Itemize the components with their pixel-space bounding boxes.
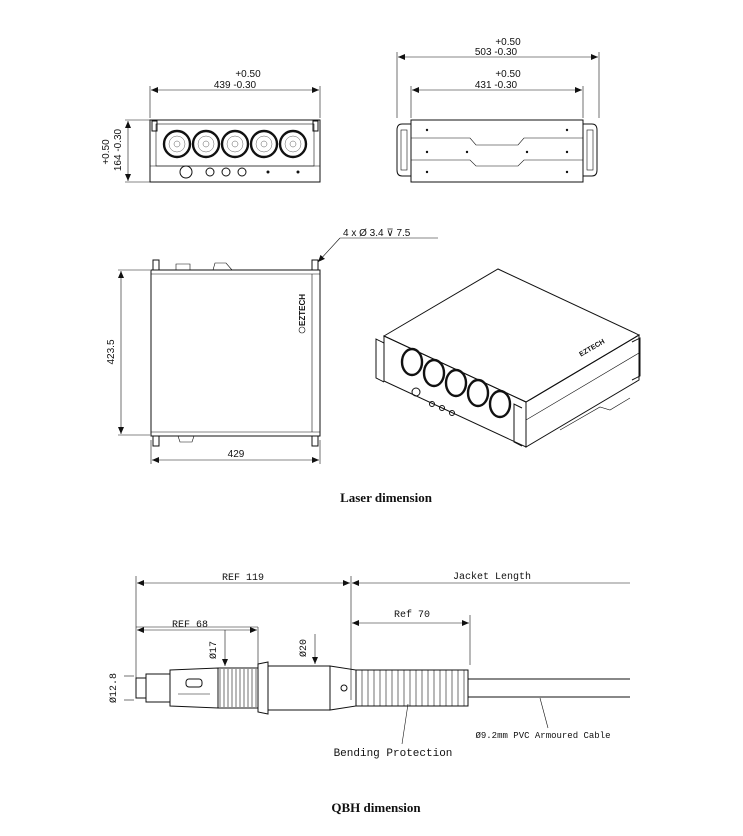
- bending-protection-label: Bending Protection: [334, 748, 453, 760]
- laser-side-view: +0.50 503 -0.30 +0.50 431 -0.30: [396, 37, 600, 183]
- svg-text:EZTECH: EZTECH: [298, 294, 307, 326]
- dia-20-label: Ø20: [298, 639, 310, 657]
- connector-icon: [221, 167, 231, 177]
- qbh-port-icon: [411, 387, 421, 397]
- side-inner-dimension: 431 -0.30: [475, 80, 518, 91]
- jacket-length-label: Jacket Length: [453, 571, 531, 583]
- laser-dimension-caption: Laser dimension: [340, 490, 433, 505]
- front-height-tol-plus: +0.50: [101, 139, 112, 165]
- cable-label: Ø9.2mm PVC Armoured Cable: [475, 731, 610, 741]
- laser-front-view: +0.50 439 -0.30 +0.50 164 -0.30: [101, 69, 321, 183]
- fan-icon: [444, 368, 468, 398]
- bending-protection-spring: [361, 670, 465, 706]
- fan-icon: [466, 378, 490, 408]
- fan-icon: [400, 347, 424, 377]
- qbh-drawing: REF 119 Jacket Length REF 68 Ref 70 Ø17 …: [108, 571, 630, 760]
- connector-icon: [429, 401, 435, 407]
- fan-icon: [422, 358, 446, 388]
- front-width-dimension: 439 -0.30: [214, 80, 257, 91]
- ref-119-label: REF 119: [222, 573, 264, 584]
- connector-icon: [237, 167, 247, 177]
- top-depth-dimension: 423.5: [106, 339, 117, 364]
- front-height-dimension: 164 -0.30: [113, 128, 124, 171]
- side-inner-tol-plus: +0.50: [495, 69, 521, 80]
- side-outer-tol-plus: +0.50: [495, 37, 521, 48]
- laser-top-view: 4 x Ø 3.4 ⊽ 7.5 423.5 429 EZTECH: [106, 228, 438, 464]
- qbh-port-icon: [179, 165, 193, 179]
- front-width-tol-plus: +0.50: [235, 69, 261, 80]
- connector-icon: [205, 167, 215, 177]
- brand-logo-iso: EZTECH: [578, 338, 606, 358]
- svg-text:EZTECH: EZTECH: [578, 338, 606, 358]
- fan-icon: [488, 389, 512, 419]
- ref-68-label: REF 68: [172, 620, 208, 631]
- side-outer-dimension: 503 -0.30: [475, 47, 518, 58]
- connector-icon: [449, 410, 455, 416]
- qbh-dimension-caption: QBH dimension: [331, 800, 421, 815]
- dia-17-label: Ø17: [208, 641, 220, 659]
- top-width-dimension: 429: [228, 449, 245, 460]
- mounting-holes-callout: 4 x Ø 3.4 ⊽ 7.5: [343, 228, 411, 239]
- fan-icon: [278, 129, 308, 159]
- fan-icon: [220, 129, 250, 159]
- fan-icon: [191, 129, 221, 159]
- brand-logo: EZTECH: [298, 294, 307, 326]
- laser-isometric-view: EZTECH: [375, 268, 641, 448]
- fan-icon: [249, 129, 279, 159]
- dia-12-8-label: Ø12.8: [108, 673, 120, 703]
- fan-icon: [162, 129, 192, 159]
- ref-70-label: Ref 70: [394, 609, 430, 621]
- connector-icon: [439, 405, 445, 411]
- logo-mark-icon: [298, 326, 306, 334]
